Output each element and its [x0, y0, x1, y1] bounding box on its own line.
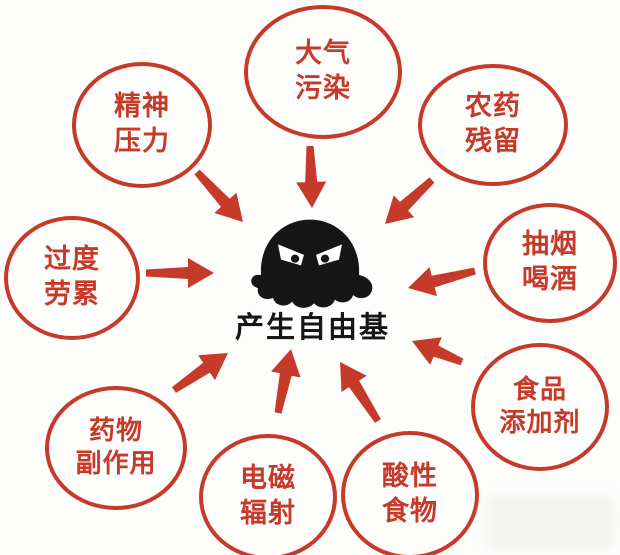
cause-label-line: 药物: [88, 415, 143, 446]
arrow-pesticide-residue-to-center: [385, 177, 435, 224]
cause-node-acidic-food: 酸性 食物: [341, 431, 479, 555]
arrow-air-pollution-to-center: [296, 145, 327, 208]
cause-node-pesticide-residue: 农药 残留: [418, 64, 568, 186]
arrow-smoking-drinking-to-center: [408, 267, 476, 297]
cause-label-line: 添加剂: [499, 408, 581, 438]
arrow-food-additives-to-center: [412, 337, 464, 366]
cause-label-line: 喝酒: [522, 264, 578, 295]
cause-node-emf-radiation: 电磁 辐射: [199, 434, 337, 555]
center-label: 产生自由基: [234, 310, 390, 344]
cause-node-air-pollution: 大气 污染: [244, 5, 402, 139]
cause-label-line: 食物: [382, 496, 438, 527]
cause-label-line: 副作用: [75, 449, 157, 479]
cause-label-line: 食品: [512, 374, 567, 405]
cause-label-line: 残留: [465, 126, 521, 157]
cause-label-line: 劳累: [44, 279, 100, 310]
cause-node-mental-stress: 精神 压力: [72, 62, 212, 188]
arrow-emf-radiation-to-center: [271, 349, 301, 414]
watermark: [485, 495, 615, 550]
cause-label-line: 辐射: [240, 498, 296, 529]
cause-node-food-additives: 食品 添加剂: [471, 343, 609, 471]
cause-label-line: 压力: [114, 126, 170, 157]
arrow-drug-side-effects-to-center: [172, 353, 228, 393]
cause-label-line: 抽烟: [522, 229, 578, 261]
cause-label-line: 电磁: [240, 463, 296, 495]
arrow-overwork-to-center: [146, 258, 214, 288]
arrow-mental-stress-to-center: [194, 169, 243, 222]
angry-blob-monster-icon: [251, 219, 373, 308]
cause-label-line: 污染: [295, 73, 351, 104]
cause-label-line: 农药: [465, 91, 521, 123]
cause-label-line: 过度: [44, 244, 100, 276]
cause-label-line: 酸性: [382, 461, 438, 493]
arrow-acidic-food-to-center: [340, 362, 381, 423]
cause-node-overwork: 过度 劳累: [4, 216, 140, 340]
cause-node-drug-side-effects: 药物 副作用: [45, 386, 187, 510]
cause-label-line: 大气: [295, 38, 351, 70]
cause-label-line: 精神: [114, 91, 170, 123]
cause-node-smoking-drinking: 抽烟 喝酒: [483, 203, 617, 323]
